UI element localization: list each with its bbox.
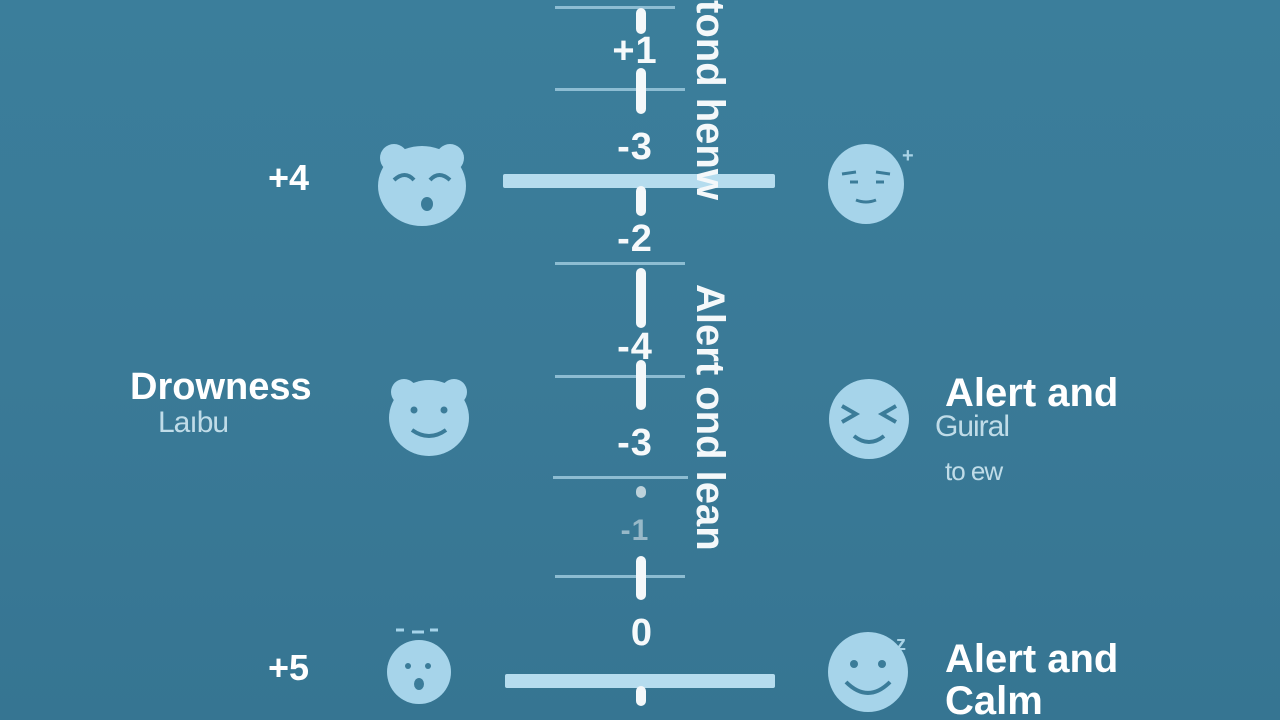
tick-label: -3 (617, 422, 653, 464)
tick-label: -3 (617, 126, 653, 168)
sparkle-icon: + (902, 145, 914, 167)
happy-face-icon (826, 630, 910, 714)
drowsiness-sublabel: Laıbu (158, 406, 229, 439)
axis-segment (636, 68, 646, 114)
axis-segment (636, 486, 646, 498)
axis-segment (636, 268, 646, 328)
tick-label: -4 (617, 326, 653, 368)
tick-label: +1 (612, 30, 658, 72)
smiling-face-icon (384, 372, 474, 458)
vertical-label-bottom: Alert ond lean (688, 284, 732, 551)
sleepy-face-icon (372, 140, 472, 230)
guide-line (555, 375, 685, 378)
guide-bar (505, 674, 775, 688)
guide-line (555, 575, 685, 578)
tick-label: -1 (620, 514, 650, 547)
vertical-label-top: tond henw (688, 0, 732, 200)
alert-calm-label-line1: Alert and (945, 637, 1119, 681)
left-number: +4 (268, 157, 310, 198)
axis-segment (636, 186, 646, 216)
tick-label: -2 (617, 218, 653, 260)
guide-line (555, 262, 685, 265)
axis-segment (636, 8, 646, 34)
tick-label: 0 (630, 612, 654, 654)
guide-line (553, 476, 688, 479)
alert-sublabel: Guiral (935, 410, 1010, 443)
axis-segment (636, 360, 646, 410)
zzz-icon: z (896, 633, 906, 655)
drowsiness-label: Drowness (130, 366, 312, 408)
axis-segment (636, 556, 646, 600)
sleeping-face-icon (384, 628, 454, 706)
alert-calm-label-line2: Calm (945, 679, 1043, 720)
axis-segment (636, 686, 646, 706)
alert-label: Alert and (945, 371, 1119, 415)
guide-line (555, 6, 675, 9)
left-number: +5 (268, 647, 310, 688)
neutral-face-icon (826, 140, 906, 226)
guide-line (555, 88, 685, 91)
squinting-face-icon (826, 376, 912, 462)
guide-bar (503, 174, 775, 188)
alert-sublabel-2: to ew (945, 456, 1003, 486)
